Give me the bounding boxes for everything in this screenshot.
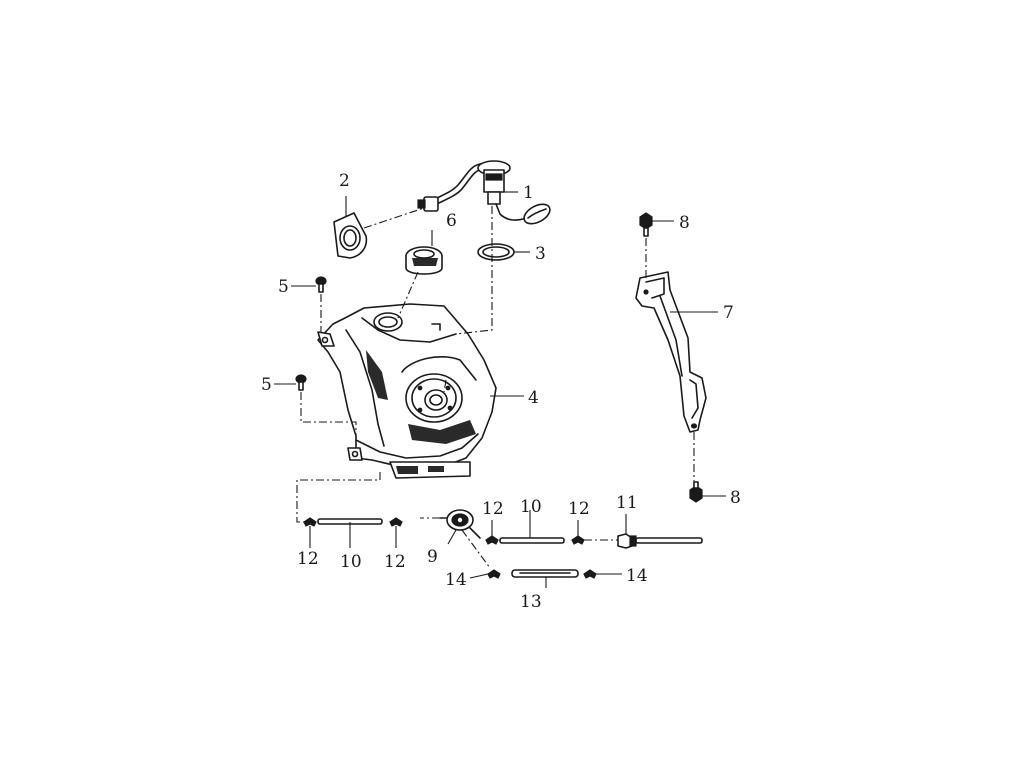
- callout-2: 2: [339, 171, 350, 191]
- callout-1: 1: [523, 183, 534, 203]
- callout-12-b: 12: [384, 552, 406, 572]
- part-bolt-upper[interactable]: [639, 212, 653, 237]
- callout-11: 11: [616, 493, 638, 513]
- part-bolt-lower[interactable]: [689, 481, 703, 503]
- callout-12-d: 12: [568, 499, 590, 519]
- callout-3: 3: [535, 244, 546, 264]
- assembly-lines: [296, 206, 695, 569]
- callout-8-upper: 8: [679, 213, 690, 233]
- part-hose-clip-b[interactable]: [389, 517, 403, 527]
- callout-9: 9: [427, 547, 438, 567]
- callout-10-right: 10: [520, 497, 542, 517]
- part-hose-clip-d[interactable]: [571, 535, 585, 545]
- part-fuel-pump-sender[interactable]: [417, 160, 553, 228]
- callout-12-a: 12: [297, 549, 319, 569]
- callout-5-lower: 5: [261, 375, 272, 395]
- part-vacuum-hose[interactable]: [511, 569, 579, 578]
- part-screw-lower[interactable]: [295, 374, 307, 391]
- part-fuel-hose-right[interactable]: [499, 537, 565, 544]
- callout-5-upper: 5: [278, 277, 289, 297]
- part-o-ring[interactable]: [477, 243, 515, 261]
- callout-4: 4: [528, 388, 539, 408]
- callout-6: 6: [446, 211, 457, 231]
- part-filler-cap[interactable]: [405, 246, 443, 275]
- part-fuel-tank[interactable]: [317, 303, 497, 479]
- callout-12-c: 12: [482, 499, 504, 519]
- part-vacuum-clip-right[interactable]: [583, 569, 597, 579]
- callout-14-left: 14: [445, 570, 467, 590]
- part-mounting-bracket[interactable]: [635, 271, 707, 433]
- part-fuel-valve[interactable]: [439, 509, 481, 539]
- part-vacuum-clip-left[interactable]: [487, 569, 501, 579]
- callout-13: 13: [520, 592, 542, 612]
- callout-8-lower: 8: [730, 488, 741, 508]
- callout-10-left: 10: [340, 552, 362, 572]
- leader-lines: [274, 191, 726, 588]
- part-retainer-plate[interactable]: [333, 212, 368, 259]
- callout-7: 7: [723, 303, 734, 323]
- callout-14-right: 14: [626, 566, 648, 586]
- callout-labels: 1 2 3 4 5 5 6 7 8 8 9 10 10 11 12 12 12 …: [261, 171, 741, 612]
- part-hose-clip-a[interactable]: [303, 517, 317, 527]
- part-fuel-filter[interactable]: [617, 533, 703, 549]
- part-screw-upper[interactable]: [315, 276, 327, 293]
- part-hose-clip-c[interactable]: [485, 535, 499, 545]
